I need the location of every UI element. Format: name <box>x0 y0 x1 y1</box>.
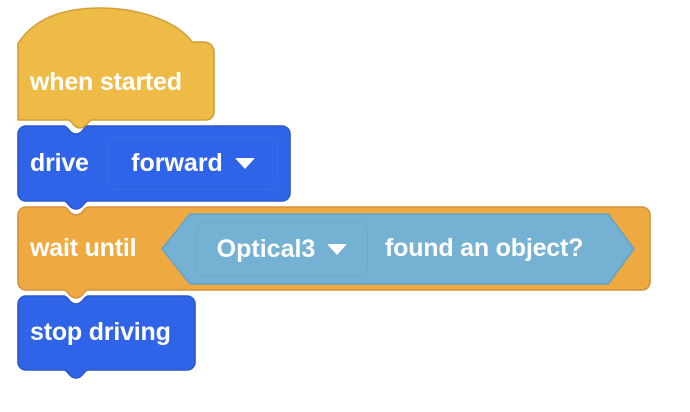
optical-sensor-dropdown[interactable]: Optical3 <box>196 222 368 276</box>
when-started-block-shape[interactable] <box>17 7 215 129</box>
when-started-label: when started <box>30 68 182 96</box>
wait-until-label: wait until <box>30 234 137 262</box>
chevron-down-icon <box>234 158 255 169</box>
drive-direction-value: forward <box>131 149 223 177</box>
drive-label: drive <box>30 149 89 177</box>
found-an-object-label: found an object? <box>385 234 584 262</box>
optical-sensor-value: Optical3 <box>216 234 316 263</box>
drive-direction-dropdown[interactable]: forward <box>108 137 278 190</box>
chevron-down-icon <box>327 243 348 255</box>
stop-driving-label: stop driving <box>30 318 171 346</box>
stop-driving-block-shape[interactable] <box>17 295 196 379</box>
